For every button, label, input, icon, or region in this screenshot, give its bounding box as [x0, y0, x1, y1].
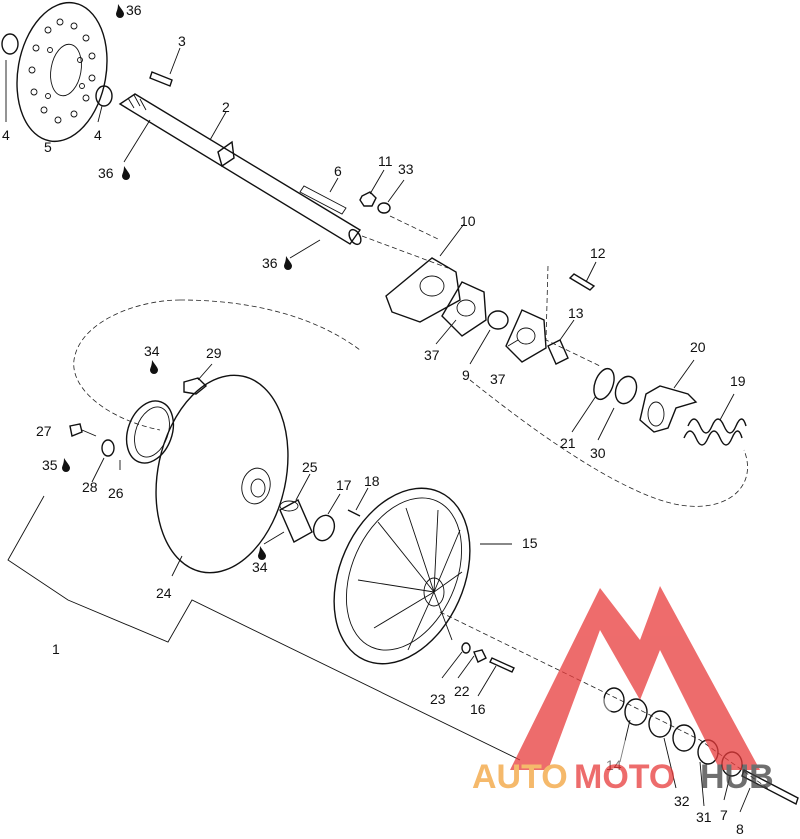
lubricant-drop-icon [284, 256, 292, 270]
o-ring-left [1, 33, 19, 55]
lubricant-drop-icon [116, 4, 124, 18]
label-9: 9 [462, 367, 470, 383]
bearing-housing-right [505, 309, 547, 363]
circlip-part [593, 367, 615, 401]
bushing-25 [279, 499, 313, 543]
spring-part [683, 418, 747, 446]
label-12: 12 [590, 245, 606, 261]
watermark-moto: MOTO [574, 758, 675, 796]
label-32: 32 [674, 793, 690, 809]
label-36-top: 36 [126, 2, 142, 18]
sliding-sheave-part [333, 487, 471, 665]
nut-22 [473, 649, 487, 663]
label-27: 27 [36, 423, 52, 439]
automotohub-watermark: AUTO MOTO HUB [472, 586, 774, 796]
label-22: 22 [454, 683, 470, 699]
lubricant-drop-icon [150, 360, 158, 374]
slider-part [183, 377, 208, 395]
ring-part [125, 400, 175, 464]
bushing-part [547, 339, 569, 365]
screw-27 [69, 423, 97, 437]
label-24: 24 [156, 585, 172, 601]
watermark-auto: AUTO [472, 758, 568, 796]
label-7: 7 [720, 807, 728, 823]
fixed-sheave-part [155, 374, 289, 574]
label-15: 15 [522, 535, 538, 551]
label-17: 17 [336, 477, 352, 493]
screw-part [568, 273, 596, 291]
label-20: 20 [690, 339, 706, 355]
part-labels: 36 3 4 4 5 2 36 6 11 33 10 36 12 13 37 9… [2, 2, 746, 837]
label-3: 3 [178, 33, 186, 49]
o-ring-17 [312, 514, 336, 542]
watermark-logo-icon [510, 586, 760, 770]
watermark-hub: HUB [700, 758, 774, 796]
label-10: 10 [460, 213, 476, 229]
label-29: 29 [206, 345, 222, 361]
assembly-bracket [7, 495, 521, 761]
label-5: 5 [44, 139, 52, 155]
label-34-top: 34 [144, 343, 160, 359]
washer-28 [101, 439, 115, 457]
label-8: 8 [736, 821, 744, 837]
bearing-housing-left [441, 281, 487, 337]
label-4-right: 4 [94, 127, 102, 143]
label-30: 30 [590, 445, 606, 461]
label-26: 26 [108, 485, 124, 501]
leader-lines [5, 47, 751, 813]
key-part [149, 71, 173, 87]
label-16: 16 [470, 701, 486, 717]
label-28: 28 [82, 479, 98, 495]
label-19: 19 [730, 373, 746, 389]
label-2: 2 [222, 99, 230, 115]
lubricant-drop-icon [122, 166, 130, 180]
washer-30 [614, 375, 638, 405]
label-36-mid: 36 [98, 165, 114, 181]
label-35: 35 [42, 457, 58, 473]
label-33: 33 [398, 161, 414, 177]
drive-shaft-part [118, 93, 362, 246]
label-6: 6 [334, 163, 342, 179]
label-37-right: 37 [490, 371, 506, 387]
label-13: 13 [568, 305, 584, 321]
pin-part [347, 509, 361, 517]
bearing-part [487, 310, 509, 330]
screw-16 [489, 657, 515, 673]
label-37-left: 37 [424, 347, 440, 363]
washer-23 [461, 642, 471, 654]
label-1: 1 [52, 641, 60, 657]
brake-disc-part [16, 1, 108, 143]
label-4-left: 4 [2, 127, 10, 143]
label-11: 11 [378, 153, 393, 169]
label-34-low: 34 [252, 559, 268, 575]
lubricant-drop-icon [62, 458, 70, 472]
nut-washer-set [359, 191, 391, 214]
label-18: 18 [364, 473, 380, 489]
bearing-plate-part [385, 257, 461, 323]
label-36-low: 36 [262, 255, 278, 271]
label-31: 31 [696, 809, 712, 825]
cam-part [639, 385, 698, 433]
label-14: 14 [606, 757, 622, 773]
o-ring-right [95, 85, 113, 107]
lubricant-drop-icon [258, 546, 266, 560]
label-25: 25 [302, 459, 318, 475]
label-21: 21 [560, 435, 576, 451]
label-23: 23 [430, 691, 446, 707]
bolt-part [741, 769, 799, 805]
